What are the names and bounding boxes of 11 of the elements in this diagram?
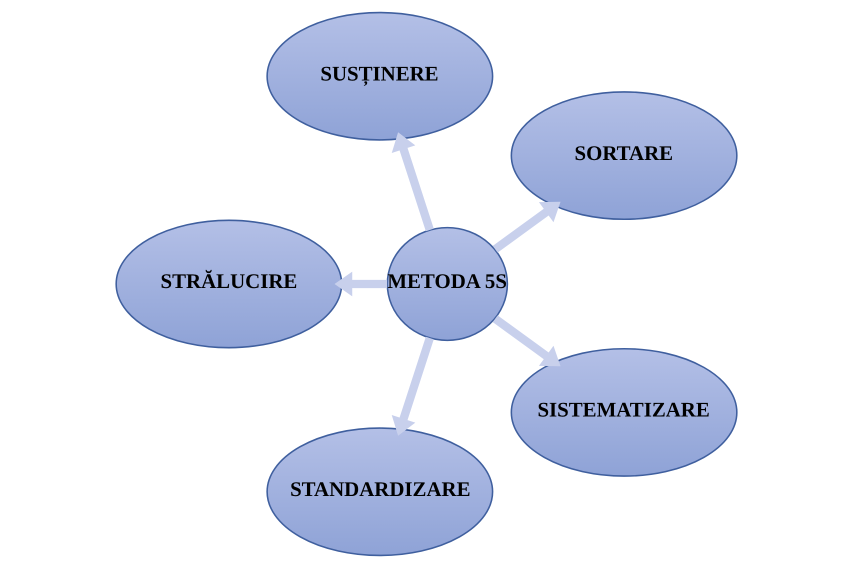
- arrow: [492, 202, 561, 253]
- node-ellipse: SUSȚINERE: [266, 12, 494, 141]
- node-ellipse: SISTEMATIZARE: [510, 348, 738, 477]
- node-ellipse: SORTARE: [510, 91, 738, 220]
- arrow: [392, 132, 434, 232]
- arrow: [392, 336, 434, 436]
- node-ellipse: STRĂLUCIRE: [115, 220, 342, 348]
- arrow: [492, 315, 561, 366]
- arrow: [334, 272, 388, 296]
- node-ellipse: STANDARDIZARE: [266, 427, 494, 556]
- node-circle: METODA 5S: [386, 226, 508, 342]
